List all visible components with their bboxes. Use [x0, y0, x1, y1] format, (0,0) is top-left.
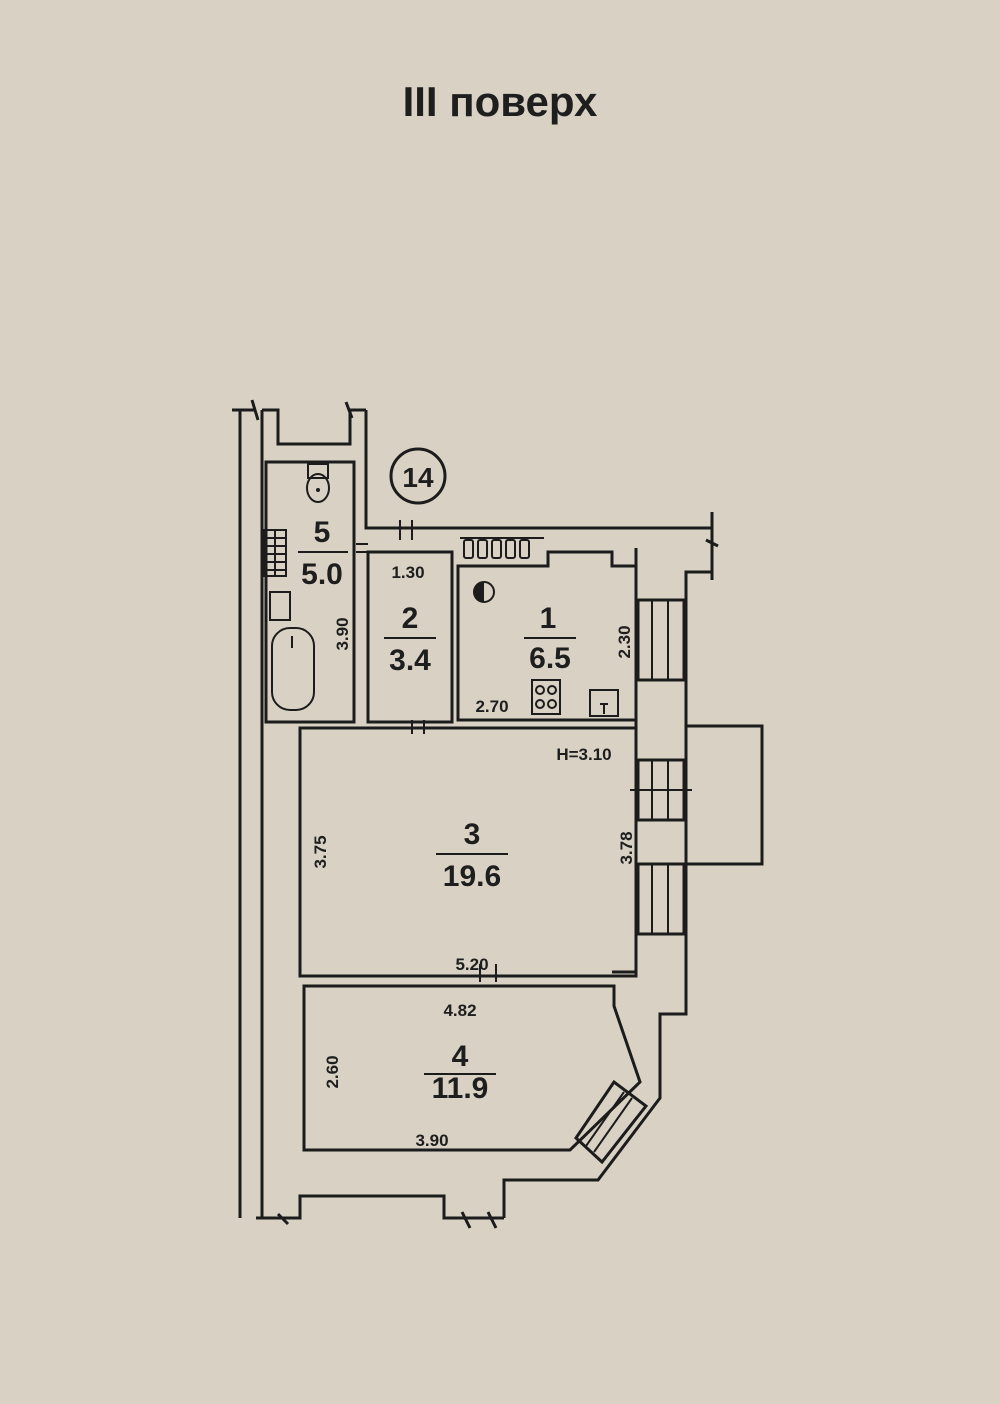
- dim-room1-length: 2.30: [615, 625, 634, 658]
- stove-icon: [531, 679, 561, 715]
- room-4: 4.82 4 11.9 2.60 3.90: [302, 984, 642, 1152]
- room-5: 5 5.0 3.90: [263, 460, 356, 724]
- height-label: H=3.10: [556, 745, 611, 764]
- room-4-area: 11.9: [432, 1072, 489, 1105]
- dim-room4-top: 4.82: [443, 1001, 476, 1020]
- room-2-area: 3.4: [389, 644, 431, 677]
- room-1-area: 6.5: [529, 642, 571, 675]
- room-3-area: 19.6: [443, 860, 501, 893]
- room-5-number: 5: [314, 516, 331, 549]
- toilet-icon: [306, 473, 330, 503]
- room-2-number: 2: [402, 602, 419, 635]
- apartment-number: 14: [402, 462, 434, 493]
- window-living-2: [636, 862, 686, 936]
- dim-room5-length: 3.90: [333, 617, 352, 650]
- dim-room4-bottom: 3.90: [415, 1131, 448, 1150]
- dim-room2-width: 1.30: [391, 563, 424, 582]
- sink-icon: [269, 591, 291, 621]
- room-5-area: 5.0: [301, 558, 343, 591]
- windows: [574, 598, 692, 1165]
- room-1-number: 1: [540, 602, 557, 635]
- window-kitchen: [636, 598, 686, 682]
- dim-room3-right: 3.78: [617, 831, 636, 864]
- room-2: 2 3.4 1.30: [366, 550, 454, 724]
- room-3: H=3.10 3 19.6 3.75 3.78 5.20: [298, 726, 638, 978]
- dim-room3-bottom: 5.20: [455, 955, 488, 974]
- room-1: 1 6.5 2.70 2.30: [456, 537, 638, 722]
- apartment-number-badge: 14: [389, 447, 447, 505]
- page-title: III поверх: [402, 78, 598, 125]
- sink-icon: [589, 689, 619, 717]
- gas-meter-icon: [473, 581, 495, 603]
- room-4-number: 4: [452, 1040, 469, 1073]
- window-bedroom: [574, 1079, 649, 1165]
- dim-room1-width: 2.70: [475, 697, 508, 716]
- radiator-icon: [460, 537, 544, 559]
- dim-room3-left: 3.75: [311, 835, 330, 868]
- dim-room4-left: 2.60: [323, 1055, 342, 1088]
- balcony: [686, 724, 764, 866]
- bathtub-icon: [271, 627, 315, 711]
- room-3-number: 3: [464, 818, 481, 851]
